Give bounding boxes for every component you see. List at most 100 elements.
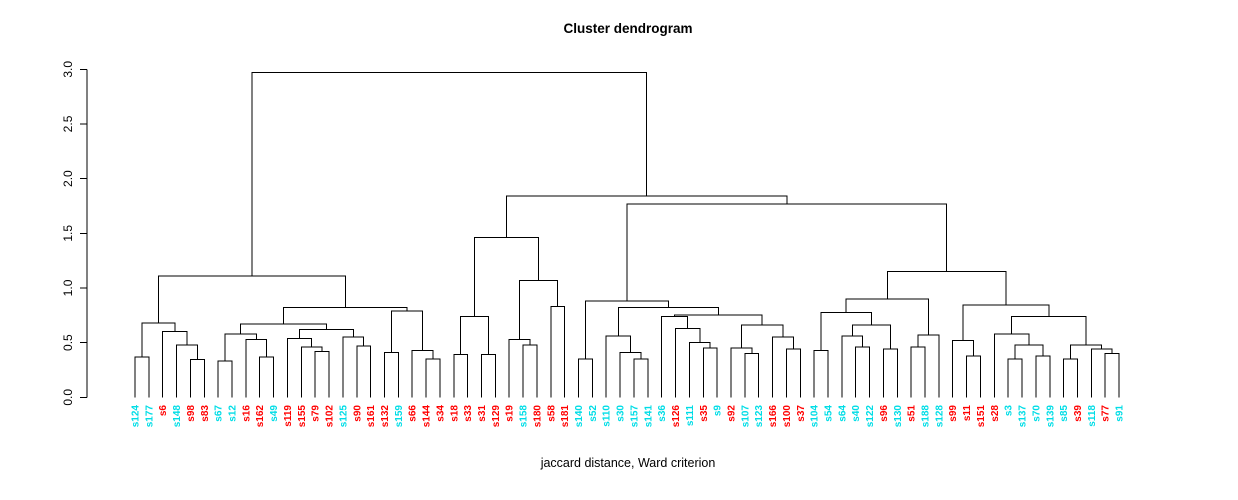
dendrogram-link: [688, 342, 711, 398]
leaf-label: s37: [796, 405, 807, 422]
dendrogram-link: [730, 347, 753, 398]
dendrogram-link: [240, 323, 327, 334]
dendrogram-link: [384, 352, 399, 398]
dendrogram-link: [855, 346, 871, 398]
dendrogram-link: [300, 346, 323, 398]
leaf-label: s162: [255, 405, 266, 428]
leaf-label: s107: [740, 405, 751, 428]
leaf-label: s77: [1101, 405, 1112, 422]
dendrogram-link: [633, 358, 649, 398]
leaf-label: s35: [699, 405, 710, 422]
y-tick-label: 1.0: [61, 279, 75, 296]
dendrogram-link: [675, 327, 701, 398]
dendrogram-link: [702, 347, 718, 398]
dendrogram-link: [224, 333, 257, 362]
dendrogram-link: [882, 348, 898, 398]
leaf-label: s64: [837, 405, 848, 422]
dendrogram-link: [626, 203, 948, 302]
leaf-label: s130: [893, 405, 904, 428]
y-tick-label: 0.0: [61, 389, 75, 406]
dendrogram-link: [1035, 355, 1051, 398]
dendrogram-link: [176, 344, 198, 398]
leaf-label: s128: [934, 405, 945, 428]
dendrogram-link: [283, 307, 408, 324]
page-title: Cluster dendrogram: [563, 21, 692, 36]
leaf-label: s161: [366, 405, 377, 428]
leaf-label: s52: [588, 405, 599, 422]
leaf-label: s180: [532, 405, 543, 428]
leaf-label: s151: [976, 405, 987, 428]
leaf-label: s70: [1031, 405, 1042, 422]
leaf-label: s166: [768, 405, 779, 428]
dendrogram-link: [314, 350, 330, 398]
dendrogram-link: [259, 356, 275, 398]
leaf-label: s98: [186, 405, 197, 422]
dendrogram-link: [1070, 344, 1103, 359]
dendrogram-link: [157, 275, 346, 323]
leaf-label: s159: [394, 405, 405, 428]
leaf-label: s96: [879, 405, 890, 422]
leaf-label: s39: [1073, 405, 1084, 422]
leaf-label: s148: [172, 405, 183, 428]
dendrogram-link: [851, 324, 891, 350]
leaf-label: s132: [380, 405, 391, 428]
y-tick-label: 1.5: [61, 225, 75, 242]
leaf-label: s79: [311, 405, 322, 422]
leaf-label: s49: [269, 405, 280, 422]
dendrogram-link: [772, 336, 794, 398]
dendrogram-link: [813, 349, 829, 398]
y-tick-label: 2.0: [61, 170, 75, 187]
dendrogram-link: [1011, 315, 1087, 345]
dendrogram-link: [356, 345, 372, 398]
leaf-label: s118: [1087, 405, 1098, 427]
dendrogram-link: [506, 195, 788, 238]
leaf-label: s51: [907, 405, 918, 422]
leaf-label: s158: [519, 405, 530, 428]
leaf-label: s28: [990, 405, 1001, 422]
leaf-label: s144: [422, 405, 433, 428]
leaf-label: s141: [643, 405, 654, 428]
dendrogram-link: [744, 353, 760, 398]
leaf-label: s119: [283, 405, 294, 427]
leaf-label: s40: [851, 405, 862, 422]
dendrogram-link: [245, 338, 268, 398]
leaf-label: s91: [1115, 405, 1126, 422]
leaf-label: s110: [602, 405, 613, 427]
leaf-label: s137: [1018, 405, 1029, 428]
dendrogram-link: [617, 307, 719, 337]
leaf-label: s54: [824, 405, 835, 422]
dendrogram-link: [585, 300, 669, 359]
dendrogram-link: [460, 315, 489, 355]
dendrogram-link: [162, 331, 188, 398]
dendrogram-link: [993, 333, 1030, 398]
leaf-label: s3: [1004, 405, 1015, 417]
dendrogram-link: [251, 72, 648, 276]
x-axis-label: jaccard distance, Ward criterion: [540, 456, 716, 470]
dendrogram-link: [508, 338, 531, 398]
dendrogram-link: [1104, 353, 1120, 398]
leaf-label: s155: [297, 405, 308, 428]
dendrogram-link: [141, 322, 176, 357]
leaf-label: s19: [505, 405, 516, 422]
leaf-label: s140: [574, 405, 585, 428]
leaf-label: s124: [131, 405, 142, 428]
dendrogram-link: [785, 348, 801, 398]
leaf-label: s122: [865, 405, 876, 428]
dendrogram-link: [522, 344, 538, 398]
leaf-label: s125: [338, 405, 349, 428]
dendrogram-link: [189, 359, 205, 398]
leaf-label: s92: [726, 405, 737, 422]
leaf-label: s6: [158, 405, 169, 417]
dendrogram-link: [740, 324, 784, 349]
leaf-label: s102: [325, 405, 336, 428]
dendrogram-link: [886, 271, 1007, 306]
dendrogram-link: [550, 306, 566, 398]
leaf-label: s188: [921, 405, 932, 428]
leaf-label: s12: [228, 405, 239, 422]
dendrogram-link: [390, 310, 424, 353]
dendrogram-tree: [134, 72, 1120, 398]
y-axis: 0.00.51.01.52.02.53.0: [61, 61, 88, 406]
leaf-label: s90: [352, 405, 363, 422]
